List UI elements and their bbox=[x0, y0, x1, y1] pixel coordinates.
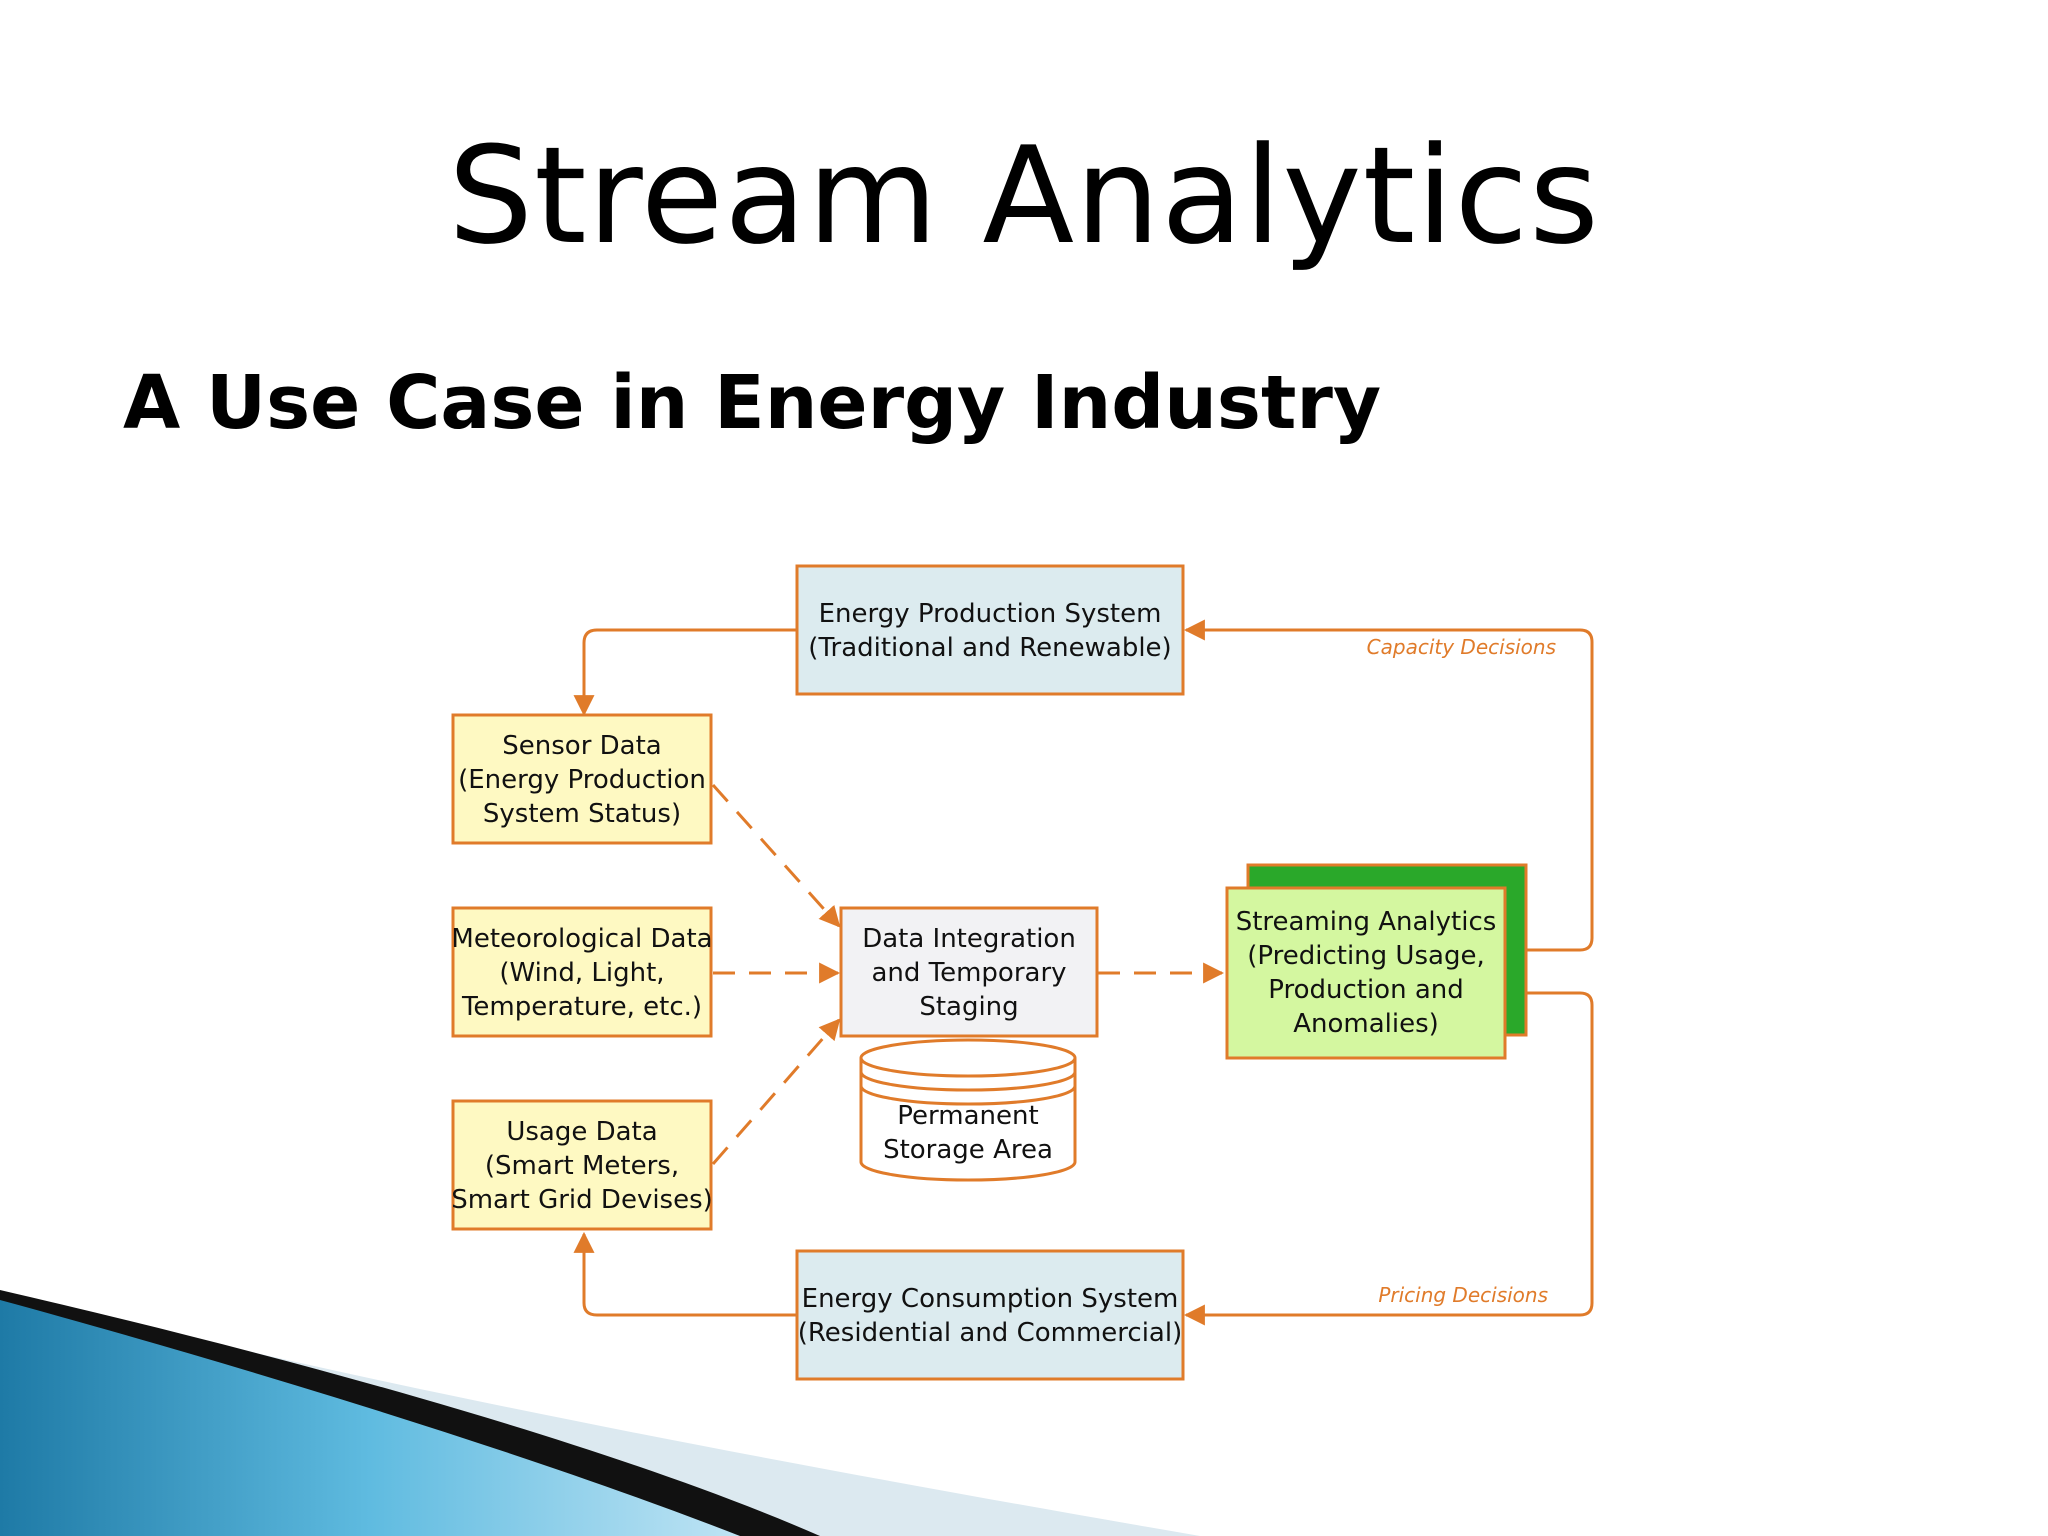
analytics-line-3: Production and bbox=[1268, 975, 1464, 1005]
slide-title: Stream Analytics bbox=[448, 118, 1600, 274]
streaming-analytics-box: Streaming Analytics (Predicting Usage, P… bbox=[1225, 863, 1528, 1060]
usage-line-1: Usage Data bbox=[506, 1117, 657, 1147]
integration-line-1: Data Integration bbox=[862, 924, 1076, 954]
consumption-line-2: (Residential and Commercial) bbox=[798, 1318, 1182, 1348]
meteo-line-3: Temperature, etc.) bbox=[461, 992, 702, 1022]
arrow-usage-to-integration bbox=[711, 1018, 841, 1165]
arrow-sensor-to-integration bbox=[711, 784, 841, 928]
capacity-decisions-label: Capacity Decisions bbox=[1367, 635, 1556, 659]
analytics-line-4: Anomalies) bbox=[1293, 1009, 1439, 1039]
meteorological-data-box: Meteorological Data (Wind, Light, Temper… bbox=[451, 906, 713, 1038]
arrow-production-to-sensor bbox=[573, 628, 797, 717]
consumption-line-1: Energy Consumption System bbox=[802, 1284, 1179, 1314]
arrow-capacity-decisions bbox=[1183, 619, 1594, 952]
sensor-data-box: Sensor Data (Energy Production System St… bbox=[451, 713, 713, 845]
production-line-1: Energy Production System bbox=[819, 599, 1162, 629]
integration-line-3: Staging bbox=[919, 992, 1018, 1022]
energy-production-system-box: Energy Production System (Traditional an… bbox=[795, 564, 1185, 696]
slide-subtitle: A Use Case in Energy Industry bbox=[123, 360, 1382, 446]
sensor-line-1: Sensor Data bbox=[502, 731, 661, 761]
energy-consumption-system-box: Energy Consumption System (Residential a… bbox=[795, 1249, 1185, 1381]
production-line-2: (Traditional and Renewable) bbox=[808, 633, 1171, 663]
usage-data-box: Usage Data (Smart Meters, Smart Grid Dev… bbox=[451, 1099, 713, 1231]
arrow-consumption-to-usage bbox=[573, 1231, 797, 1317]
storage-line-2: Storage Area bbox=[883, 1135, 1053, 1165]
analytics-line-2: (Predicting Usage, bbox=[1247, 941, 1484, 971]
arrow-pricing-decisions bbox=[1183, 991, 1594, 1326]
sensor-line-3: System Status) bbox=[483, 799, 681, 829]
usage-line-2: (Smart Meters, bbox=[485, 1151, 679, 1181]
sensor-line-2: (Energy Production bbox=[458, 765, 706, 795]
integration-line-2: and Temporary bbox=[871, 958, 1066, 988]
decorative-swoosh bbox=[0, 1290, 1200, 1536]
meteo-line-2: (Wind, Light, bbox=[499, 958, 664, 988]
usage-line-3: Smart Grid Devises) bbox=[451, 1185, 713, 1215]
storage-line-1: Permanent bbox=[897, 1101, 1038, 1131]
meteo-line-1: Meteorological Data bbox=[451, 924, 712, 954]
pricing-decisions-label: Pricing Decisions bbox=[1378, 1283, 1548, 1307]
data-integration-box: Data Integration and Temporary Staging bbox=[839, 906, 1099, 1038]
analytics-line-1: Streaming Analytics bbox=[1236, 907, 1497, 937]
permanent-storage-cylinder: Permanent Storage Area bbox=[859, 1038, 1077, 1182]
